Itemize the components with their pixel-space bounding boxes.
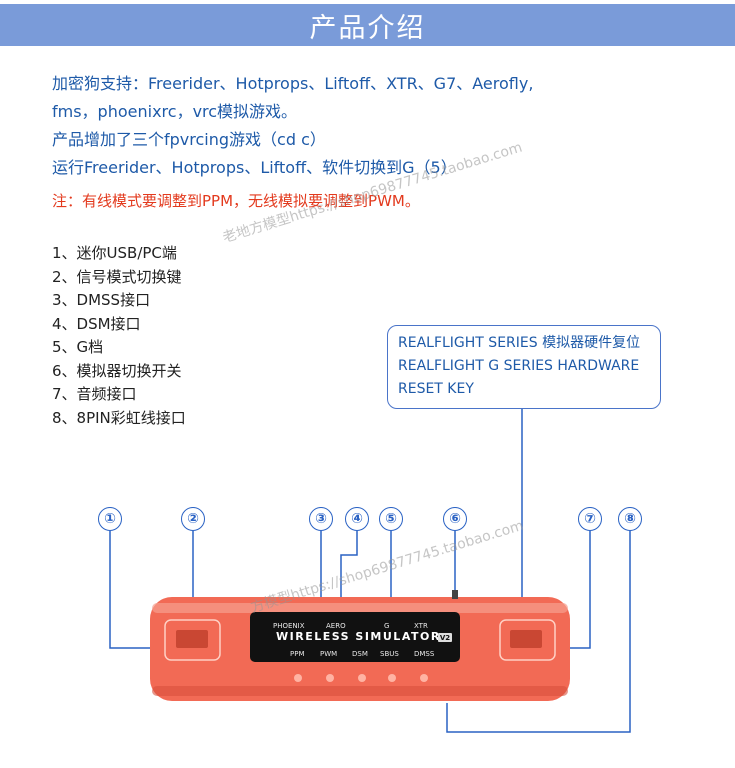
- marker-8: ⑧: [618, 507, 642, 531]
- simulator-device: [150, 590, 570, 701]
- intro-line: 运行Freerider、Hotprops、Liftoff、软件切换到G（5）: [52, 158, 457, 177]
- marker-7: ⑦: [578, 507, 602, 531]
- mode-note: 注：有线模式要调整到PPM，无线模拟要调整到PWM。: [52, 192, 420, 210]
- intro-line: 产品增加了三个fpvrcing游戏（cd c）: [52, 130, 326, 149]
- usb-port-icon: [164, 619, 221, 661]
- list-item: 1、迷你USB/PC端: [52, 244, 177, 262]
- device-label-aero: AERO: [326, 622, 346, 630]
- list-item: 5、G档: [52, 338, 104, 356]
- device-version-badge: V2: [438, 633, 452, 642]
- marker-5: ⑤: [379, 507, 403, 531]
- intro-line: 加密狗支持：Freerider、Hotprops、Liftoff、XTR、G7、…: [52, 74, 534, 93]
- marker-6: ⑥: [443, 507, 467, 531]
- marker-1: ①: [98, 507, 122, 531]
- list-item: 8、8PIN彩虹线接口: [52, 408, 186, 427]
- audio-port-icon: [499, 619, 556, 661]
- switch-icon: [452, 590, 458, 599]
- device-label-phoenix: PHOENIX: [273, 622, 305, 630]
- device-label-dsm: DSM: [352, 650, 368, 658]
- device-label-panel: [250, 612, 460, 662]
- list-item: 3、DMSS接口: [52, 291, 151, 309]
- device-label-pwm: PWM: [320, 650, 338, 658]
- callout-line: REALFLIGHT G SERIES HARDWARE: [398, 358, 640, 374]
- reset-key-callout: REALFLIGHT SERIES 模拟器硬件复位 REALFLIGHT G S…: [387, 325, 661, 409]
- device-label-dmss: DMSS: [414, 650, 435, 658]
- list-item: 6、模拟器切换开关: [52, 361, 182, 380]
- intro-text: 加密狗支持：Freerider、Hotprops、Liftoff、XTR、G7、…: [52, 70, 692, 182]
- callout-line: REALFLIGHT SERIES 模拟器硬件复位: [398, 335, 641, 351]
- list-item: 7、音频接口: [52, 385, 137, 403]
- intro-line: fms，phoenixrc，vrc模拟游戏。: [52, 102, 298, 121]
- marker-4: ④: [345, 507, 369, 531]
- page-title: 产品介绍: [309, 12, 426, 44]
- list-item: 2、信号模式切换键: [52, 267, 182, 286]
- device-title: WIRELESS SIMULATOR: [276, 630, 441, 643]
- marker-2: ②: [181, 507, 205, 531]
- list-item: 4、DSM接口: [52, 314, 141, 333]
- parts-list: 1、迷你USB/PC端 2、信号模式切换键 3、DMSS接口 4、DSM接口 5…: [52, 242, 186, 430]
- device-label-sbus: SBUS: [380, 650, 399, 658]
- device-label-ppm: PPM: [290, 650, 305, 658]
- callout-line: RESET KEY: [398, 381, 474, 397]
- device-label-g: G: [384, 622, 390, 630]
- device-label-xtr: XTR: [414, 622, 428, 630]
- header-banner: 产品介绍: [0, 4, 735, 46]
- marker-3: ③: [309, 507, 333, 531]
